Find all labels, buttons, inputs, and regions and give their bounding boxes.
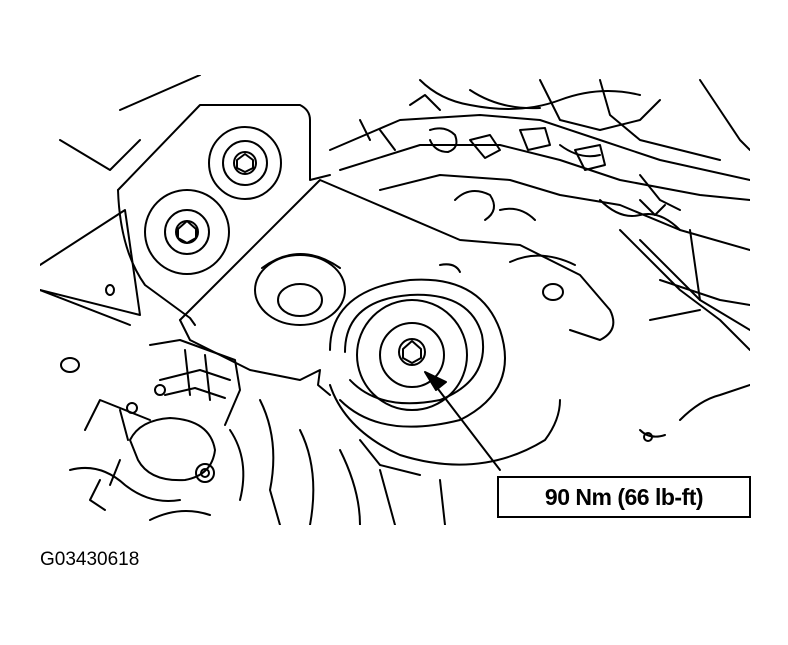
figure-id-label: G03430618 xyxy=(40,549,140,570)
torque-leader-arrow xyxy=(424,371,501,471)
engine-mount-plate xyxy=(179,179,666,442)
mount-isolator xyxy=(329,278,561,476)
left-rail-bracket xyxy=(40,75,201,373)
wiring-harness xyxy=(329,79,750,421)
torque-spec-callout: 90 Nm (66 lb-ft) xyxy=(497,476,751,518)
mechanical-illustration xyxy=(40,75,750,525)
upper-mount-plate xyxy=(117,104,331,326)
lower-left-components xyxy=(69,339,446,525)
torque-spec-label: 90 Nm (66 lb-ft) xyxy=(544,483,704,510)
